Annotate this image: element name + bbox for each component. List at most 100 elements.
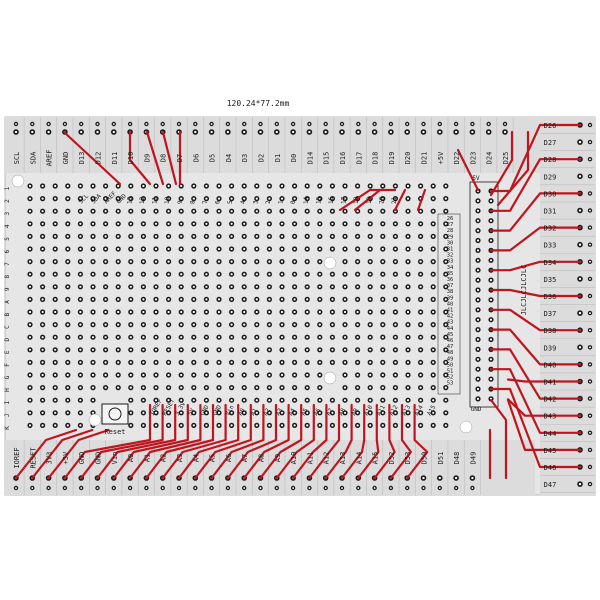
top-terminal-pad-hole — [275, 130, 278, 134]
proto-hole-hole — [432, 411, 435, 414]
proto-hole-hole — [192, 386, 195, 389]
proto-hole-hole — [394, 386, 397, 389]
proto-hole-hole — [79, 348, 82, 351]
proto-hole-hole — [293, 411, 296, 414]
proto-hole-hole — [268, 310, 271, 314]
proto-hole-hole — [54, 399, 57, 402]
proto-hole-hole — [318, 411, 321, 414]
right-terminal-screw-hole — [589, 243, 591, 246]
proto-hole-hole — [306, 399, 309, 402]
proto-hole-hole — [91, 298, 95, 301]
proto-hole-hole — [444, 197, 447, 200]
proto-hole-hole — [444, 210, 447, 213]
proto-hole-hole — [230, 373, 233, 377]
proto-hole-hole — [79, 310, 82, 314]
proto-hole-hole — [41, 361, 44, 364]
proto-hole-hole — [356, 411, 359, 414]
proto-hole-hole — [243, 323, 246, 326]
proto-hole-hole — [154, 273, 158, 276]
proto-hole-hole — [66, 197, 69, 200]
power-pin-label: A3 — [275, 407, 285, 417]
proto-hole-hole — [192, 373, 195, 377]
double-header-pin-hole — [476, 288, 480, 292]
proto-hole-hole — [230, 424, 233, 427]
right-terminal-screw-hole — [589, 466, 591, 468]
proto-hole-hole — [180, 197, 183, 200]
proto-hole-hole — [117, 197, 120, 200]
proto-hole-hole — [318, 361, 321, 364]
trace-top — [456, 148, 480, 192]
proto-hole-hole — [369, 310, 372, 314]
proto-hole-hole — [280, 222, 284, 225]
double-header-label: 44 — [447, 326, 454, 332]
proto-hole-hole — [66, 298, 69, 301]
proto-hole-hole — [91, 411, 95, 414]
proto-hole-hole — [142, 210, 145, 213]
top-terminal-pad-hole — [226, 130, 230, 134]
proto-hole-hole — [91, 323, 95, 326]
top-terminal-screw-hole — [471, 123, 474, 125]
proto-hole-hole — [54, 310, 57, 314]
proto-hole-hole — [356, 348, 359, 351]
bottom-terminal-screw-hole — [341, 487, 343, 489]
proto-hole-hole — [255, 247, 258, 251]
bottom-terminal-label: D50 — [421, 452, 429, 465]
row-letter: 6 — [4, 249, 11, 253]
top-terminal-screw-hole — [389, 123, 392, 125]
proto-hole-hole — [230, 298, 233, 301]
double-header-label: 39 — [447, 295, 454, 301]
double-header-label: 30 — [447, 240, 454, 246]
right-terminal-pad-hole — [578, 346, 582, 349]
mounting-hole — [11, 174, 25, 188]
double-header-label: 46 — [447, 338, 454, 344]
proto-hole-hole — [79, 298, 82, 301]
trace-bottom — [389, 403, 412, 480]
proto-hole-hole — [381, 197, 384, 200]
proto-hole-hole — [54, 197, 57, 200]
proto-hole-hole — [104, 184, 107, 188]
double-header-pin-hole — [476, 219, 480, 222]
trace-bottom — [243, 403, 290, 480]
proto-hole-hole — [54, 361, 57, 364]
top-terminal-label: D5 — [209, 154, 217, 162]
proto-hole-hole — [356, 323, 359, 326]
top-terminal-label: D2 — [258, 154, 266, 162]
proto-hole-hole — [444, 310, 447, 314]
traces — [14, 123, 582, 480]
top-terminal-pad-hole — [210, 130, 213, 134]
proto-hole-hole — [180, 260, 183, 263]
proto-hole-hole — [41, 197, 44, 200]
proto-hole-hole — [369, 373, 372, 377]
proto-hole-hole — [419, 424, 422, 427]
proto-hole-hole — [41, 399, 44, 402]
proto-hole-hole — [255, 399, 258, 402]
proto-hole-hole — [381, 298, 384, 301]
right-terminal-label: D26 — [544, 122, 557, 130]
trace-bottom — [259, 403, 303, 480]
bottom-terminal-label: 3V3 — [46, 452, 54, 465]
proto-hole-hole — [129, 424, 132, 427]
proto-hole-hole — [192, 210, 195, 213]
bottom-terminal-screw-hole — [15, 487, 17, 489]
proto-hole-hole — [154, 348, 158, 351]
trace-right — [489, 368, 582, 434]
proto-hole-hole — [293, 260, 296, 263]
bottom-terminal-label: RESET — [29, 447, 37, 469]
proto-hole-hole — [79, 336, 82, 339]
proto-hole-hole — [180, 285, 183, 288]
proto-hole-hole — [306, 386, 309, 389]
proto-hole-hole — [129, 210, 132, 213]
proto-hole-hole — [343, 210, 347, 213]
proto-hole-hole — [91, 197, 95, 200]
proto-hole-hole — [293, 373, 296, 377]
proto-hole-hole — [230, 222, 233, 225]
top-terminal-pad-hole — [389, 130, 393, 134]
proto-hole-hole — [104, 247, 107, 251]
proto-hole-hole — [142, 247, 145, 251]
top-terminal-screw-hole — [243, 123, 246, 125]
proto-hole-hole — [167, 348, 170, 351]
double-header-label: 47 — [447, 344, 454, 350]
top-terminal-pad-hole — [291, 130, 295, 134]
trace-bottom — [112, 403, 189, 480]
